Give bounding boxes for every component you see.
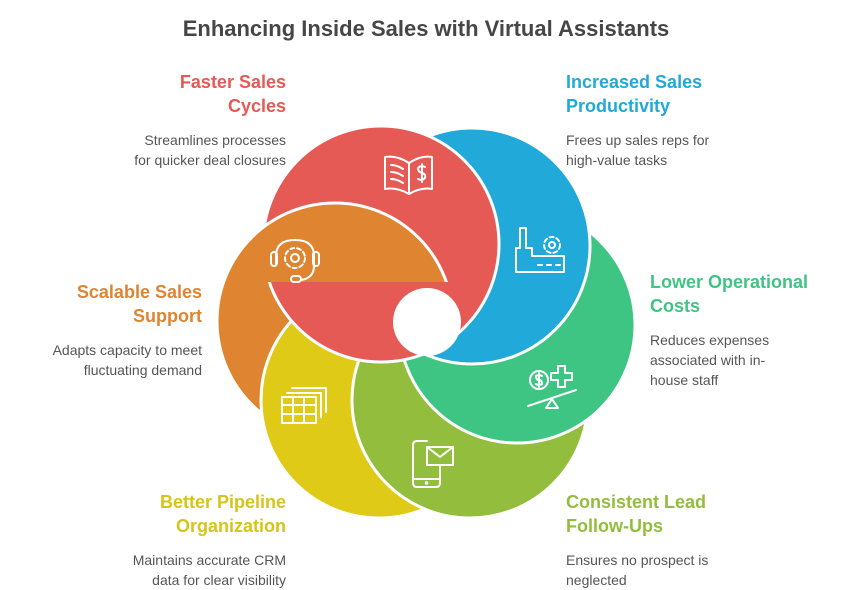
diagram-title: Enhancing Inside Sales with Virtual Assi… [182, 16, 670, 41]
phone-mail-icon [412, 440, 454, 488]
spreadsheet-stack-icon [281, 387, 327, 424]
petal-orange-overlap [222, 201, 448, 282]
book-dollar-icon [384, 155, 433, 195]
headset-gear-icon [270, 239, 320, 283]
factory-gear-icon [515, 227, 565, 273]
balance-dollar-plus-icon [527, 365, 577, 409]
center-hole [393, 288, 461, 356]
